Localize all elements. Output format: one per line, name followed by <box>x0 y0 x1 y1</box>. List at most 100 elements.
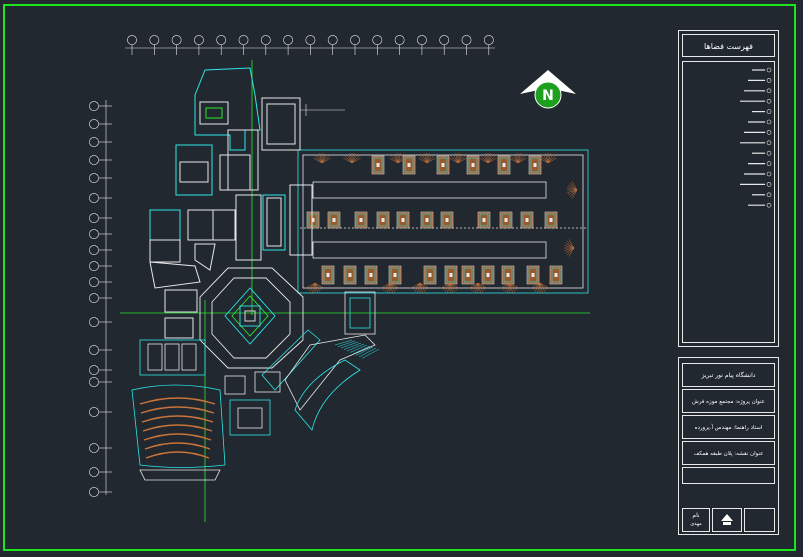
student-cell: نام مهدی محمدی <box>682 508 710 532</box>
carpet-display <box>499 211 513 229</box>
legend-item <box>744 88 772 94</box>
student-label: نام <box>692 512 700 519</box>
row-grid-bubble <box>89 487 99 497</box>
carpet-display <box>327 211 341 229</box>
fan-stand <box>389 153 407 164</box>
row-grid-bubble <box>89 365 99 375</box>
fan-stand <box>381 282 399 293</box>
project-title: عنوان پروژه: مجتمع موزه فرش <box>682 389 775 413</box>
sheet-border <box>3 4 796 551</box>
carpet-display <box>520 211 534 229</box>
fan-stand <box>469 282 487 293</box>
fan-stand <box>306 282 324 293</box>
legend-item <box>740 98 772 104</box>
fan-stand <box>501 282 519 293</box>
central-octagon-atrium[interactable] <box>199 267 304 369</box>
legend-item <box>752 67 772 73</box>
exhibition-hall[interactable] <box>297 149 589 294</box>
carpet-display <box>343 265 357 285</box>
fan-stand <box>564 239 575 257</box>
legend-item <box>752 109 772 114</box>
column-grid-bubble <box>216 35 227 45</box>
fan-stand <box>418 153 436 164</box>
row-grid-bubble <box>89 101 99 111</box>
university-name: دانشگاه پیام نور تبریز <box>682 363 775 387</box>
carpet-display <box>549 265 563 285</box>
university-logo-icon <box>712 508 742 532</box>
carpet-display <box>466 155 480 175</box>
carpet-display <box>364 265 378 285</box>
column-grid-bubble <box>461 35 472 45</box>
fan-stand <box>531 282 549 293</box>
legend-item <box>748 78 772 83</box>
instructor-name: استاد راهنما: مهندس آ.پرورده <box>682 415 775 439</box>
legend-item <box>748 202 772 208</box>
student-name: مهدی محمدی <box>688 521 704 532</box>
column-grid-bubble <box>171 35 182 45</box>
carpet-display <box>306 211 320 229</box>
row-grid-bubble <box>89 193 99 203</box>
carpet-display <box>526 265 540 285</box>
row-grid-bubble <box>89 443 99 453</box>
row-grid-bubble <box>89 467 99 477</box>
legend-item <box>752 192 772 198</box>
legend-item <box>744 130 772 135</box>
column-grid-bubble <box>327 35 338 45</box>
row-grid-axis <box>89 100 112 497</box>
row-grid-bubble <box>89 317 99 327</box>
column-grid-bubble <box>149 35 160 45</box>
fan-stand <box>411 282 429 293</box>
fan-stand <box>343 153 361 164</box>
column-grid-bubble <box>193 35 204 45</box>
fan-stand <box>539 153 557 164</box>
legend-list <box>682 61 775 343</box>
column-grid-bubble <box>350 35 360 45</box>
fan-stand <box>479 153 497 164</box>
carpet-display <box>501 265 515 285</box>
carpet-display <box>402 155 416 175</box>
legend-item <box>752 150 772 156</box>
carpet-displays <box>306 155 563 285</box>
column-grid-bubble <box>260 35 271 45</box>
fan-stand <box>441 282 459 293</box>
row-grid-bubble <box>89 245 99 255</box>
left-wing-rooms[interactable] <box>149 67 313 339</box>
signature-cell <box>744 508 775 532</box>
north-label: N <box>542 88 554 104</box>
carpet-display <box>321 265 335 285</box>
auditorium[interactable] <box>131 339 226 481</box>
legend-item <box>740 140 772 146</box>
entrance-and-ramp[interactable] <box>224 291 376 436</box>
fan-stand <box>449 153 467 164</box>
legend-title: فهرست فضاها <box>682 34 775 57</box>
legend-item <box>744 171 772 177</box>
carpet-display <box>423 265 437 285</box>
carpet-display <box>354 211 368 229</box>
column-grid-bubble <box>394 35 405 45</box>
row-grid-bubble <box>89 155 99 165</box>
column-grid-bubble <box>238 35 249 45</box>
column-grid-bubble <box>483 35 494 45</box>
legend-panel: فهرست فضاها <box>678 30 779 347</box>
row-grid-bubble <box>89 119 99 129</box>
north-arrow-icon: N <box>520 70 576 109</box>
row-grid-bubble <box>89 261 99 271</box>
carpet-display <box>420 211 434 229</box>
fan-stand <box>509 153 527 164</box>
notes-cell <box>682 467 775 484</box>
row-grid-bubble <box>89 345 99 355</box>
carpet-display <box>477 211 491 229</box>
column-grid-bubble <box>127 35 137 45</box>
column-grid-bubble <box>305 35 316 45</box>
fan-stand <box>567 181 578 199</box>
sheet-title: عنوان نقشه: پلان طبقه همکف <box>682 441 775 465</box>
ramp-stairs <box>334 339 380 359</box>
column-grid-bubble <box>283 35 293 45</box>
legend-item <box>748 161 772 166</box>
row-grid-bubble <box>89 137 99 147</box>
row-grid-bubble <box>89 407 99 417</box>
carpet-display <box>371 155 385 175</box>
display-fan-stands <box>306 153 578 293</box>
